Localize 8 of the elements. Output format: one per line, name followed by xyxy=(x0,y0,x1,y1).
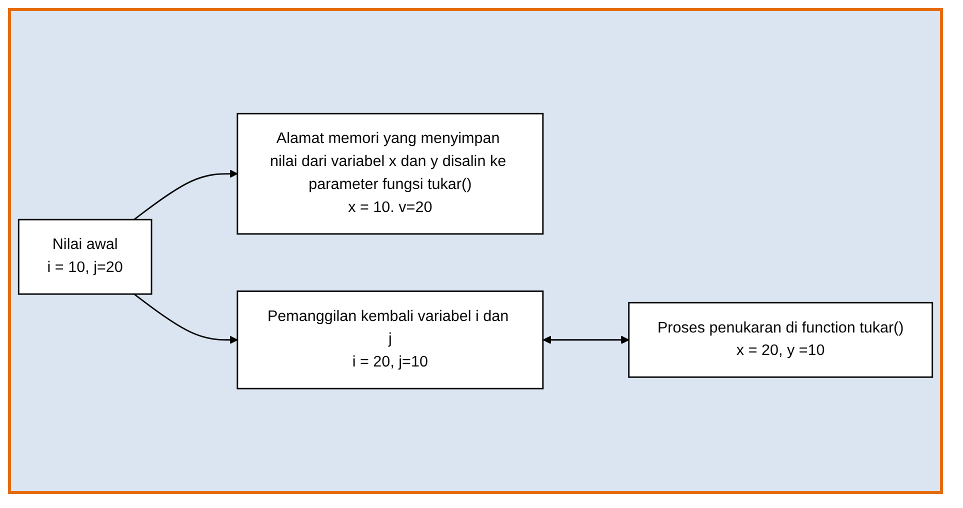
node-box xyxy=(628,302,934,378)
node-box xyxy=(236,290,544,390)
node-box xyxy=(18,218,152,295)
diagram-panel: Nilai awal i = 10, j=20 Alamat memori yang menyimpan nilai dari variabel x dan y disalin ke parameter fungsi tukar() x = 10. v=20 Pemanggilan kembali variabel i dan j i = 20, j=10 Proses penukaran di function tukar() x = 20, y =10 xyxy=(8,8,943,494)
node-box xyxy=(236,112,544,235)
arrow xyxy=(542,336,630,344)
arrow xyxy=(134,169,238,220)
arrow xyxy=(134,293,238,344)
